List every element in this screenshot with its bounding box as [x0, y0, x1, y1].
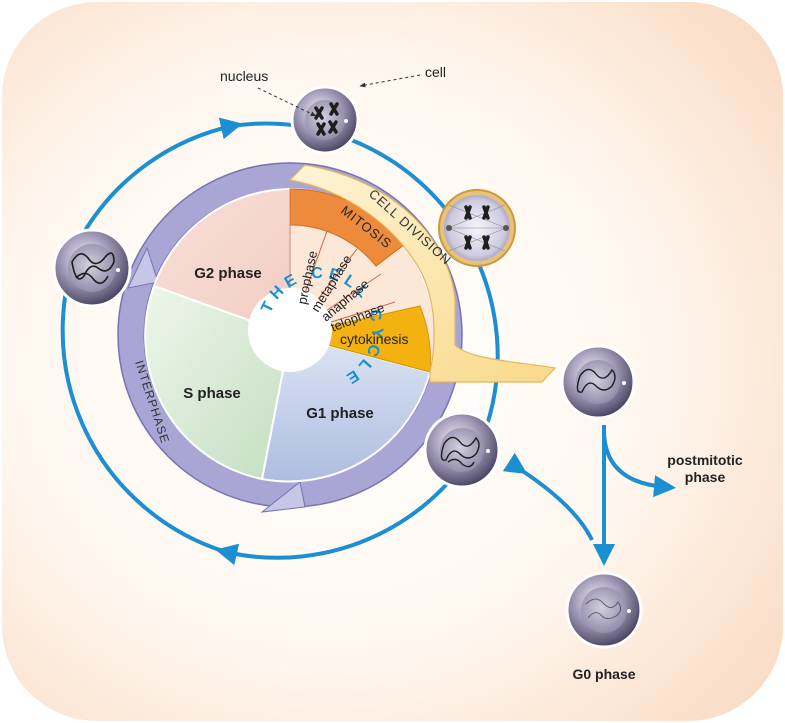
cell-g1-exit [560, 344, 636, 420]
g2-phase-label: G2 phase [194, 265, 262, 282]
chromatin-icon [71, 252, 115, 280]
cell-label: cell [425, 64, 446, 80]
nucleus-pointer [257, 87, 317, 117]
cell-pointer [359, 74, 421, 88]
chromatin-icon [585, 598, 622, 620]
g1-sector [260, 333, 432, 483]
cytokinesis-label: cytokinesis [340, 331, 408, 347]
g1-phase-label: G1 phase [306, 405, 374, 422]
center-circle [248, 288, 332, 372]
cell-division-arrow [288, 164, 557, 383]
s-phase-label: S phase [183, 385, 241, 402]
chromatin-icon [440, 436, 480, 461]
nucleus-label: nucleus [220, 68, 268, 84]
postmitotic-label-line2: phase [685, 469, 726, 485]
cell-metaphase [438, 189, 516, 267]
cell-prophase [290, 85, 360, 155]
cell-g2 [52, 228, 132, 308]
g0-phase-label: G0 phase [572, 666, 635, 682]
cell-g1 [423, 411, 501, 489]
g2-sector [152, 187, 291, 337]
chromatin-icon [576, 368, 616, 393]
cell-g0 [565, 571, 643, 649]
exit-arrows [502, 425, 676, 566]
chromosome-icon [314, 102, 339, 136]
postmitotic-label-line1: postmitotic [667, 452, 743, 468]
spindle-chromosomes-icon [464, 205, 490, 250]
